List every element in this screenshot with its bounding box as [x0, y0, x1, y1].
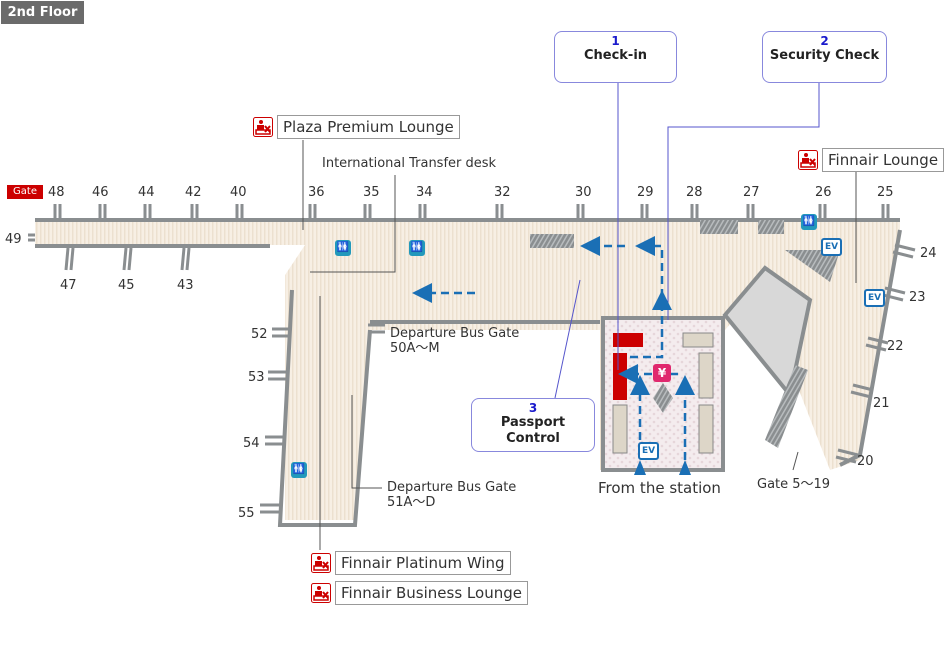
transfer-desk-label: International Transfer desk — [322, 156, 497, 171]
step-number: 3 — [528, 401, 538, 415]
lounge-icon — [311, 553, 331, 573]
lounge-finnair-platinum-wing[interactable]: Finnair Platinum Wing — [311, 551, 511, 575]
bus-gate-50-label: Departure Bus Gate — [390, 326, 520, 341]
gate-number: 49 — [5, 232, 22, 247]
step-check-in[interactable]: 1 Check-in — [554, 31, 677, 83]
gate-number: 29 — [637, 185, 654, 200]
bus-gate-51-range: 51A～D — [387, 495, 436, 510]
currency-exchange-icon: ¥ — [653, 364, 671, 382]
gate-number: 36 — [308, 185, 325, 200]
lounge-name: Plaza Premium Lounge — [277, 115, 460, 139]
lounge-leader-lines — [302, 140, 857, 550]
void-area — [722, 265, 813, 400]
step-number: 2 — [820, 34, 829, 48]
step-passport-control[interactable]: 3 Passport Control — [471, 398, 595, 452]
gate-number: 32 — [494, 185, 511, 200]
counter — [682, 332, 714, 348]
gate-number: 24 — [920, 246, 937, 261]
counter — [612, 404, 628, 454]
elevator-icon: EV — [864, 289, 885, 307]
step-title: Security Check — [769, 48, 880, 63]
lounge-plaza-premium[interactable]: Plaza Premium Lounge — [253, 115, 460, 139]
floor-badge: 2nd Floor — [1, 1, 84, 24]
gate-number: 26 — [815, 185, 832, 200]
flow-arrows — [412, 236, 695, 460]
lounge-icon — [311, 583, 331, 603]
gate-number: 21 — [873, 396, 890, 411]
gate-piers — [28, 204, 890, 271]
gate-number: 23 — [909, 290, 926, 305]
gate-5-19-label: Gate 5～19 — [757, 477, 831, 492]
step-security-check[interactable]: 2 Security Check — [762, 31, 887, 83]
step-title: Passport Control — [500, 415, 566, 446]
step-title: Check-in — [583, 48, 648, 63]
toilet-icon: 🚻 — [291, 462, 307, 478]
gate-tag: Gate — [7, 185, 43, 199]
entry-arrow — [634, 460, 646, 475]
escalator — [765, 365, 808, 448]
counter — [698, 404, 714, 454]
gate-number: 44 — [138, 185, 155, 200]
toilet-icon: 🚻 — [335, 240, 351, 256]
gate-number: 54 — [243, 436, 260, 451]
gate-number: 25 — [877, 185, 894, 200]
escalator — [700, 220, 738, 234]
lounge-finnair[interactable]: Finnair Lounge — [798, 148, 945, 172]
gate-number: 52 — [251, 327, 268, 342]
elevator-icon: EV — [821, 238, 842, 256]
gate-number: 45 — [118, 278, 135, 293]
entry-arrow — [679, 460, 691, 475]
toilet-icon: 🚻 — [801, 214, 817, 230]
bus-gate-50-range: 50A～M — [390, 341, 440, 356]
gate-number: 30 — [575, 185, 592, 200]
toilet-icon: 🚻 — [409, 240, 425, 256]
gate-number: 47 — [60, 278, 77, 293]
lounge-name: Finnair Lounge — [822, 148, 945, 172]
escalator — [785, 250, 840, 282]
gate-number: 46 — [92, 185, 109, 200]
gate-number: 40 — [230, 185, 247, 200]
escalator — [653, 383, 673, 413]
gate-number: 42 — [185, 185, 202, 200]
counter — [698, 352, 714, 399]
step-leader-lines — [554, 82, 820, 399]
gate-number: 53 — [248, 370, 265, 385]
gate-number: 20 — [857, 454, 874, 469]
elevator-icon: EV — [638, 442, 659, 460]
step-number: 1 — [611, 34, 620, 48]
pier-gates — [260, 243, 916, 514]
gate-number: 22 — [887, 339, 904, 354]
lounge-name: Finnair Business Lounge — [335, 581, 528, 605]
gate-number: 48 — [48, 185, 65, 200]
checkin-counter — [613, 333, 643, 347]
gate-number: 34 — [416, 185, 433, 200]
gate-number: 28 — [686, 185, 703, 200]
gate-number: 35 — [363, 185, 380, 200]
lounge-icon — [253, 117, 273, 137]
lounge-name: Finnair Platinum Wing — [335, 551, 511, 575]
checkin-counter — [613, 353, 627, 400]
lounge-finnair-business[interactable]: Finnair Business Lounge — [311, 581, 528, 605]
gate-number: 43 — [177, 278, 194, 293]
lounge-icon — [798, 150, 818, 170]
escalator — [758, 220, 784, 234]
escalator — [530, 234, 574, 248]
gate-number: 27 — [743, 185, 760, 200]
bus-gate-51-label: Departure Bus Gate — [387, 480, 517, 495]
from-station-label: From the station — [598, 479, 721, 497]
gate-number: 55 — [238, 506, 255, 521]
